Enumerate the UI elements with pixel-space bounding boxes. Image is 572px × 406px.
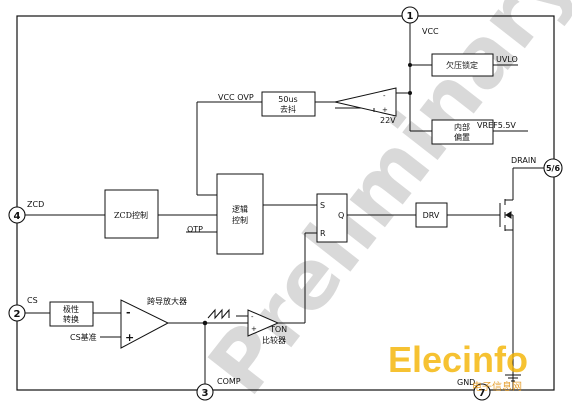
transconductance-amplifier: - + 跨导放大器 — [120, 296, 187, 349]
pin-vcc-number: 1 — [407, 11, 414, 22]
pin-gnd-name: GND — [457, 378, 475, 387]
pin-cs-number: 2 — [14, 309, 21, 320]
ota-minus: - — [126, 306, 131, 319]
pin-vcc: 1 VCC — [401, 6, 439, 36]
pin-gnd: 7 GND — [457, 378, 491, 401]
drv-block: DRV — [415, 202, 448, 228]
debounce-line2: 去抖 — [280, 104, 296, 114]
pin-zcd: 4 ZCD — [8, 200, 44, 224]
zcd-control-label: ZCD控制 — [114, 210, 148, 220]
logic-line1: 逻辑 — [232, 204, 248, 214]
polarity-line2: 转换 — [63, 314, 79, 324]
logo-sub: 电子信息网 — [472, 380, 522, 393]
debounce-line1: 50us — [278, 95, 297, 104]
zcd-control-block: ZCD控制 — [104, 189, 159, 239]
vref-label: VREF5.5V — [477, 121, 516, 130]
pin-drain-number: 5/6 — [546, 164, 560, 173]
ramp-icon — [207, 308, 230, 320]
ground-icon — [505, 355, 521, 382]
pin-cs: 2 CS — [8, 296, 38, 322]
pin-comp-name: COMP — [217, 377, 241, 386]
logic-control-block: 逻辑 控制 OTP — [187, 173, 264, 255]
ton-comparator: - + TON 比较器 — [247, 309, 287, 345]
drv-label: DRV — [423, 211, 440, 220]
pin-zcd-name: ZCD — [27, 200, 44, 209]
ton-plus: + — [251, 325, 257, 333]
polarity-line1: 极性 — [63, 304, 79, 314]
ovp-minus: - — [383, 92, 386, 100]
vcc-ovp-label: VCC OVP — [218, 93, 254, 102]
pin-zcd-number: 4 — [14, 211, 21, 222]
pin-drain-name: DRAIN — [511, 156, 536, 165]
cs-ref-label: CS基准 — [70, 332, 97, 342]
logo-text: Elecinfo — [388, 339, 528, 380]
ovp-comparator: - + 22V — [334, 87, 397, 125]
pin-vcc-name: VCC — [422, 27, 439, 36]
otp-label: OTP — [187, 225, 203, 234]
debounce-block: 50us 去抖 VCC OVP — [218, 91, 316, 117]
uvlo-block: 欠压锁定 UVLO — [431, 53, 518, 77]
uvlo-label: UVLO — [496, 55, 518, 64]
power-mosfet-icon — [499, 199, 514, 231]
chip-outline — [16, 15, 555, 391]
ton-line1: TON — [269, 325, 287, 334]
pin-comp-number: 3 — [202, 388, 209, 399]
sr-q-label: Q — [338, 211, 344, 220]
vref-block: 内部 偏置 VREF5.5V — [431, 119, 516, 145]
pin-cs-name: CS — [27, 296, 38, 305]
ovp-plus: + — [382, 106, 388, 114]
sr-r-label: R — [320, 229, 326, 238]
ota-plus: + — [125, 331, 134, 344]
ota-label: 跨导放大器 — [147, 296, 187, 306]
ton-minus: - — [251, 313, 254, 321]
pin-gnd-number: 7 — [479, 388, 486, 399]
logic-line2: 控制 — [232, 215, 248, 225]
elecinfo-logo: Elecinfo 电子信息网 — [388, 339, 528, 393]
uvlo-box-label: 欠压锁定 — [446, 60, 478, 70]
sr-latch: S Q R — [316, 193, 348, 243]
vref-box-line1: 内部 — [454, 122, 470, 132]
vref-box-line2: 偏置 — [454, 132, 470, 142]
polarity-block: 极性 转换 CS基准 — [49, 301, 97, 342]
pin-drain: 5/6 DRAIN — [511, 156, 563, 178]
ton-line2: 比较器 — [262, 335, 286, 345]
sr-s-label: S — [320, 201, 325, 210]
pin-comp: 3 COMP — [196, 377, 241, 401]
ovp-ref-label: 22V — [380, 116, 396, 125]
